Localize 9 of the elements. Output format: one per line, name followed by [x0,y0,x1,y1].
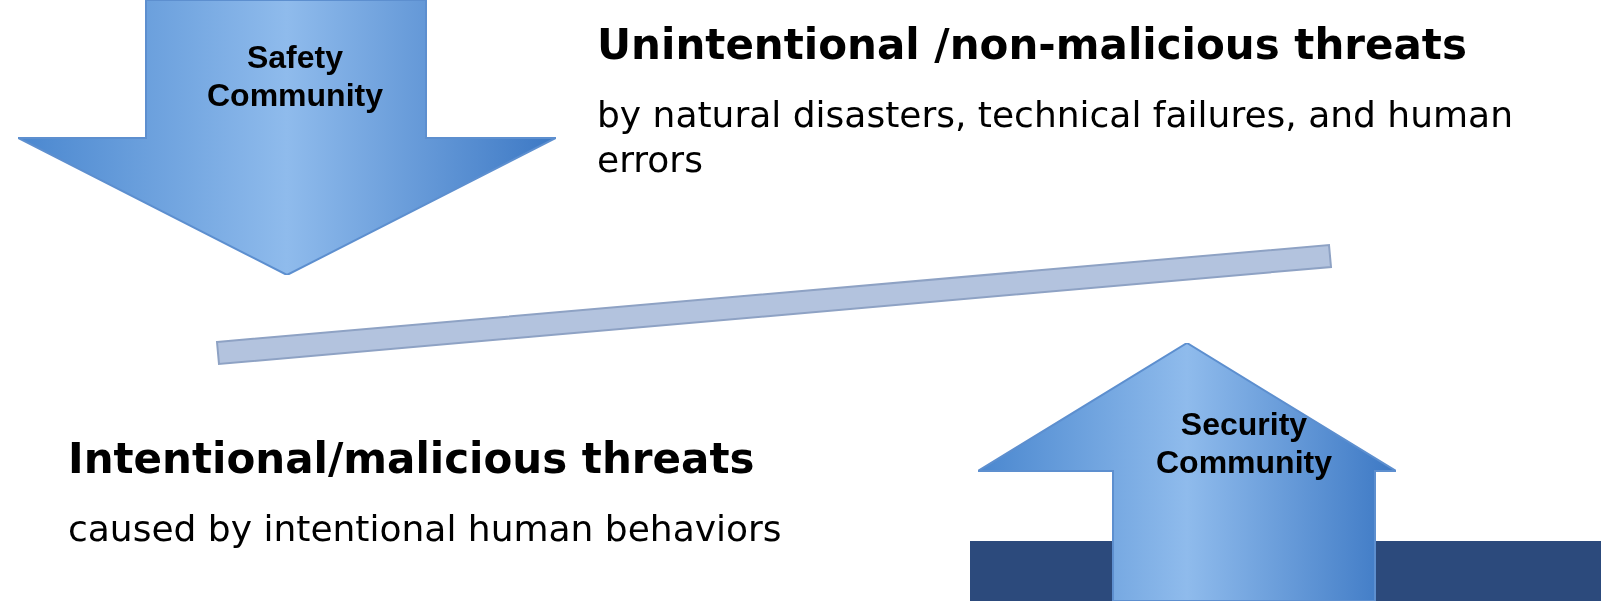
block-arrow [978,343,1396,601]
arrow-label: Safety Community [206,38,384,114]
heading: Unintentional /non-malicious threats [597,19,1467,71]
description: by natural disasters, technical failures, and human errors [597,93,1514,182]
description: caused by intentional human behaviors [68,507,782,551]
block-arrow [18,0,556,275]
arrow-label: Security Community [1155,405,1333,481]
heading: Intentional/malicious threats [68,433,755,485]
tilted-bar [215,243,1333,366]
